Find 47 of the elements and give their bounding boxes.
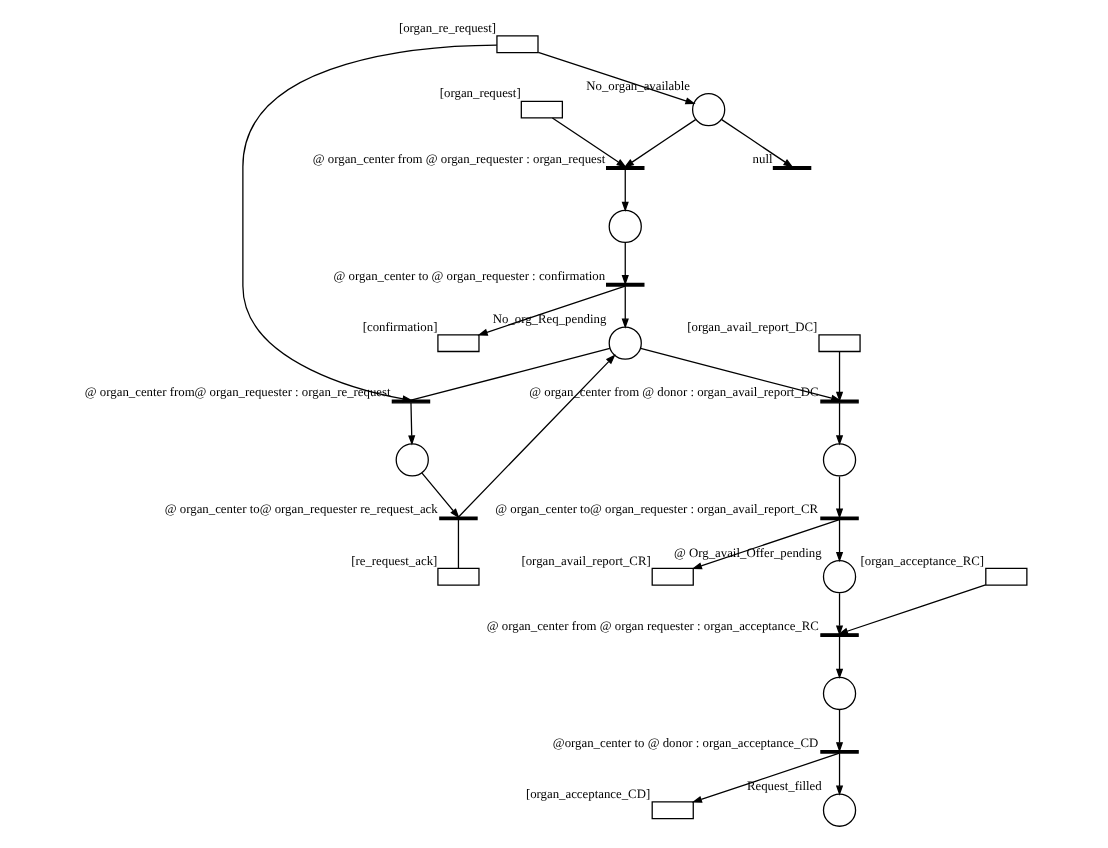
node-circle <box>607 326 641 360</box>
node-box <box>495 35 538 54</box>
node-circle <box>821 793 856 827</box>
node-circle <box>821 560 856 594</box>
node-circle <box>394 443 428 477</box>
arrow <box>834 635 843 680</box>
arrow <box>622 119 696 168</box>
connector <box>456 519 459 569</box>
node-bar <box>819 633 858 637</box>
arrow <box>620 285 628 329</box>
node-bar <box>390 399 430 404</box>
arrow <box>834 402 843 446</box>
arrow <box>834 351 843 403</box>
node-bar <box>819 516 858 521</box>
node-circle <box>690 92 725 127</box>
node-circle <box>821 443 856 477</box>
node-box <box>436 334 479 353</box>
node-box <box>650 801 693 820</box>
node-box <box>817 334 860 353</box>
arrow <box>620 242 628 286</box>
node-circle <box>607 209 641 244</box>
node-box <box>650 567 693 586</box>
node-box <box>436 567 479 586</box>
arrow <box>407 402 415 446</box>
arrow <box>720 119 793 168</box>
arrow <box>834 592 843 636</box>
arrow <box>834 709 843 753</box>
node-bar <box>819 749 858 754</box>
node-bar <box>819 399 858 404</box>
arrow <box>550 117 626 168</box>
node-bar <box>771 166 811 170</box>
node-box <box>984 567 1027 586</box>
node-circle <box>821 676 856 711</box>
arrow <box>420 472 459 519</box>
arrow <box>836 584 986 635</box>
node-bar <box>605 166 644 170</box>
connector <box>409 347 610 401</box>
arrow <box>834 475 843 519</box>
arrow <box>834 519 843 563</box>
arrow <box>639 347 841 402</box>
arrow <box>690 752 840 803</box>
node-box <box>519 100 562 119</box>
arrow <box>620 168 628 213</box>
arrow <box>834 752 843 796</box>
node-bar <box>438 516 477 521</box>
arrow <box>456 354 615 518</box>
node-bar <box>605 282 644 287</box>
